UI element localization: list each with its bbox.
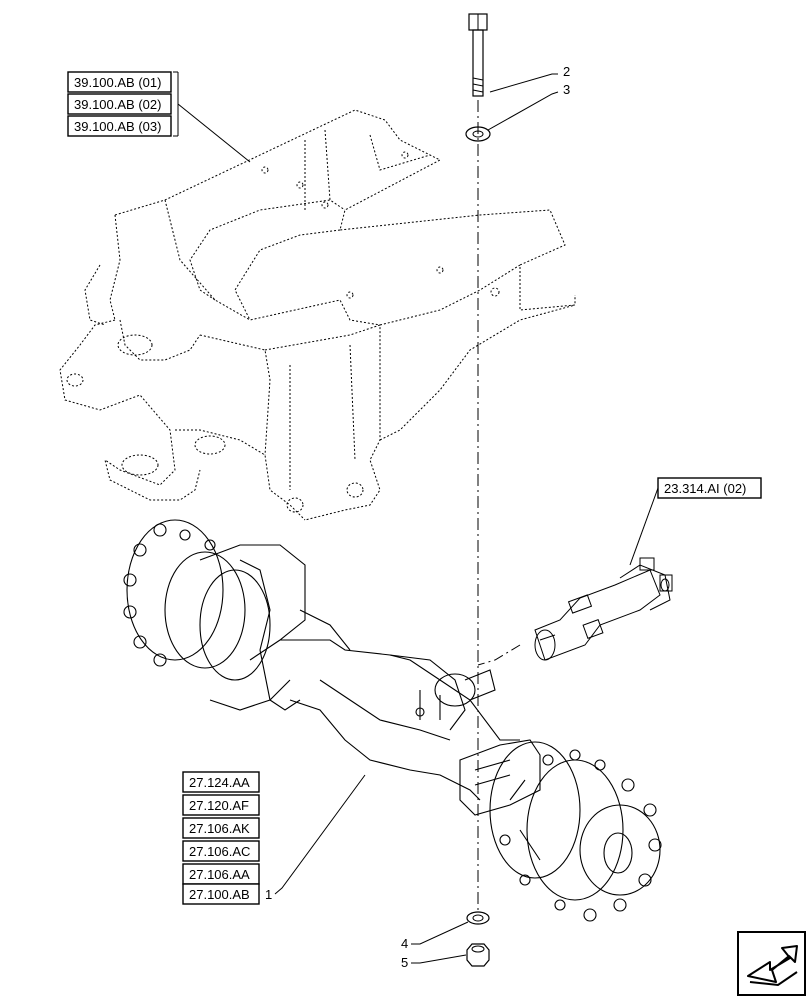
axle-ref-box-2[interactable]: 27.120.AF <box>182 794 260 816</box>
frame-ref-box-1[interactable]: 39.100.AB (01) <box>67 71 172 93</box>
axle-ref-box-5[interactable]: 27.106.AA <box>182 863 260 885</box>
frame-ref-label: 39.100.AB (03) <box>74 119 161 134</box>
axle-ref-label: 27.106.AA <box>189 867 250 882</box>
next-page-arrow-icon[interactable] <box>737 931 806 996</box>
axle-reference-group: 27.124.AA 27.120.AF 27.106.AK 27.106.AC … <box>182 771 260 905</box>
nut-part <box>466 943 490 967</box>
callout-axle: 1 <box>265 887 272 902</box>
driveshaft-reference-group: 23.314.AI (02) <box>629 477 762 566</box>
driveshaft-part <box>477 557 673 666</box>
washer-bottom-part <box>466 911 490 925</box>
axle-ref-box-4[interactable]: 27.106.AC <box>182 840 260 862</box>
axle-ref-label: 27.100.AB <box>189 887 250 902</box>
axle-ref-label: 27.124.AA <box>189 775 250 790</box>
callout-washer-top: 3 <box>563 82 570 97</box>
axle-ref-label: 27.106.AK <box>189 821 250 836</box>
driveshaft-ref-label: 23.314.AI (02) <box>664 481 746 496</box>
frame-ref-label: 39.100.AB (02) <box>74 97 161 112</box>
axle-ref-box-3[interactable]: 27.106.AK <box>182 817 260 839</box>
axle-ref-box-6[interactable]: 27.100.AB <box>182 883 260 905</box>
callout-axle-leader <box>274 774 366 895</box>
callout-washer-top-leader <box>487 91 559 131</box>
frame-leader-line <box>177 103 251 163</box>
axle-ref-label: 27.120.AF <box>189 798 249 813</box>
frame-reference-group: 39.100.AB (01) 39.100.AB (02) 39.100.AB … <box>67 71 251 163</box>
callout-group: 2 3 1 4 5 <box>265 64 570 970</box>
driveshaft-leader-line <box>629 487 659 566</box>
bolt-part <box>468 13 488 97</box>
callout-washer-bottom-leader <box>411 921 469 945</box>
frame-ref-label: 39.100.AB (01) <box>74 75 161 90</box>
callout-nut: 5 <box>401 955 408 970</box>
callout-bolt-leader <box>489 73 558 93</box>
callout-washer-bottom: 4 <box>401 936 408 951</box>
callout-nut-leader <box>411 954 467 964</box>
axle-assembly-part <box>123 519 662 922</box>
axle-ref-box-1[interactable]: 27.124.AA <box>182 771 260 793</box>
frame-ref-box-3[interactable]: 39.100.AB (03) <box>67 115 172 137</box>
callout-bolt: 2 <box>563 64 570 79</box>
frame-ref-box-2[interactable]: 39.100.AB (02) <box>67 93 172 115</box>
axle-ref-label: 27.106.AC <box>189 844 250 859</box>
driveshaft-ref-box[interactable]: 23.314.AI (02) <box>657 477 762 499</box>
chassis-frame <box>59 109 576 521</box>
